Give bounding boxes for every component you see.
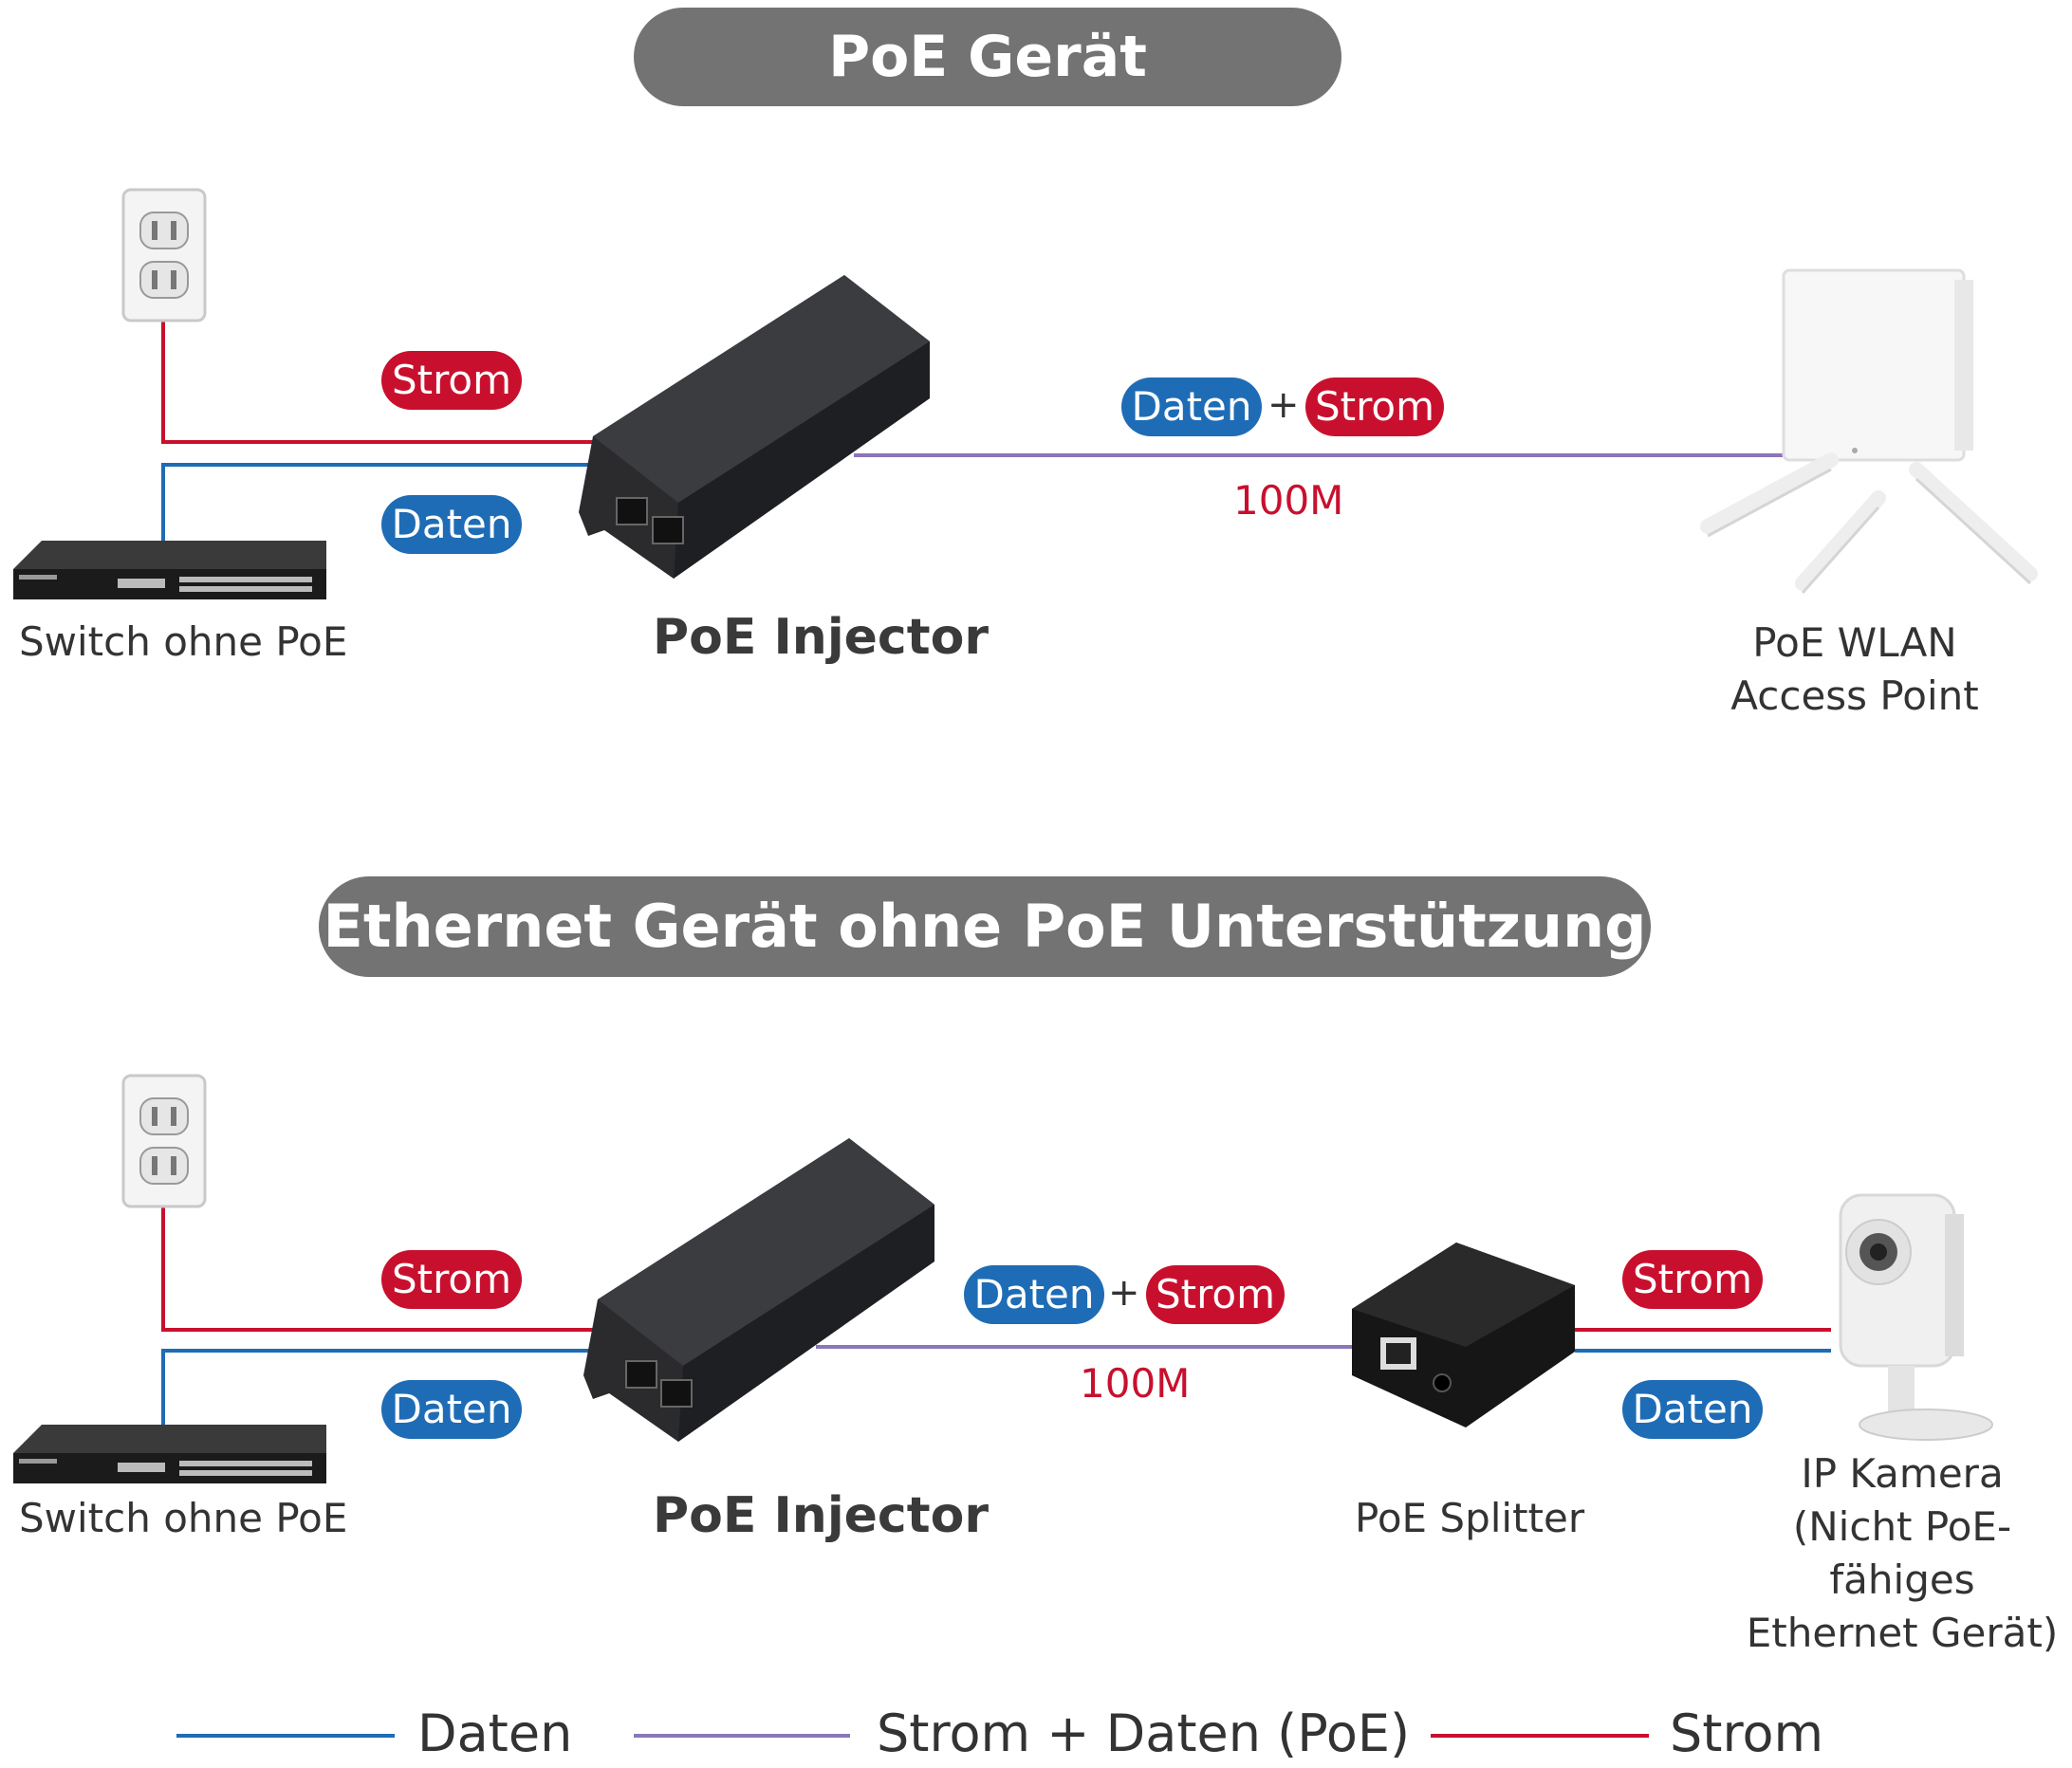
bottom-camera-line2: (Nicht PoE-fähiges — [1792, 1503, 2012, 1603]
legend-data-text: Daten — [417, 1704, 573, 1763]
top-data-line — [161, 463, 598, 541]
bottom-plus-sign: + — [1108, 1271, 1140, 1315]
top-poe-strom-text: Strom — [1314, 383, 1435, 430]
top-daten-badge: Daten — [381, 495, 522, 554]
bottom-daten-badge: Daten — [381, 1380, 522, 1439]
bottom-switch-label: Switch ohne PoE — [19, 1495, 348, 1541]
top-poe-injector — [579, 275, 930, 579]
bottom-data-line — [161, 1349, 598, 1425]
top-poe-daten-badge: Daten — [1121, 378, 1262, 436]
bottom-out-daten-text: Daten — [1632, 1386, 1753, 1432]
bottom-title: Ethernet Gerät ohne PoE Unterstützung — [323, 892, 1647, 961]
bottom-title-banner: Ethernet Gerät ohne PoE Unterstützung — [319, 876, 1651, 977]
top-strom-badge: Strom — [381, 351, 522, 410]
legend-power-text: Strom — [1670, 1704, 1824, 1763]
legend-poe-line — [634, 1734, 850, 1738]
legend-poe-text: Strom + Daten (PoE) — [877, 1704, 1411, 1763]
top-strom-text: Strom — [391, 357, 512, 403]
bottom-poe-splitter — [1352, 1243, 1575, 1427]
bottom-switch-device — [13, 1425, 326, 1483]
top-injector-label: PoE Injector — [653, 609, 989, 666]
top-poe-daten-text: Daten — [1131, 383, 1252, 430]
bottom-camera-line3: Ethernet Gerät) — [1746, 1610, 2059, 1656]
bottom-strom-text: Strom — [391, 1256, 512, 1302]
top-ap-label-line2: Access Point — [1730, 672, 1979, 719]
bottom-splitter-label: PoE Splitter — [1355, 1495, 1585, 1541]
bottom-daten-text: Daten — [391, 1386, 512, 1432]
top-daten-text: Daten — [391, 501, 512, 547]
bottom-out-daten-badge: Daten — [1622, 1380, 1763, 1439]
bottom-injector-label: PoE Injector — [653, 1487, 989, 1544]
bottom-camera-line1: IP Kamera — [1801, 1450, 2004, 1497]
bottom-camera-label: IP Kamera (Nicht PoE-fähiges Ethernet Ge… — [1736, 1447, 2068, 1660]
top-plus-sign: + — [1267, 383, 1300, 427]
top-access-point — [1700, 268, 2038, 594]
bottom-power-line — [161, 1206, 598, 1332]
legend-power-line — [1431, 1734, 1649, 1738]
top-power-outlet — [121, 188, 207, 322]
top-switch-label: Switch ohne PoE — [19, 618, 348, 665]
bottom-speed-label: 100M — [1080, 1360, 1191, 1407]
bottom-poe-daten-text: Daten — [973, 1271, 1095, 1317]
bottom-poe-injector — [583, 1138, 934, 1442]
bottom-power-outlet — [121, 1074, 207, 1208]
top-poe-strom-badge: Strom — [1305, 378, 1444, 436]
top-ap-label: PoE WLAN Access Point — [1708, 617, 2002, 723]
legend-data-line — [176, 1734, 395, 1738]
top-title: PoE Gerät — [828, 24, 1147, 90]
bottom-strom-badge: Strom — [381, 1250, 522, 1309]
top-ap-label-line1: PoE WLAN — [1752, 619, 1957, 666]
bottom-out-strom-badge: Strom — [1622, 1250, 1763, 1309]
bottom-out-strom-text: Strom — [1632, 1256, 1753, 1302]
top-title-banner: PoE Gerät — [634, 8, 1341, 106]
bottom-poe-strom-badge: Strom — [1146, 1265, 1285, 1324]
bottom-poe-daten-badge: Daten — [964, 1265, 1104, 1324]
top-power-line — [161, 321, 598, 444]
top-speed-label: 100M — [1233, 477, 1344, 524]
top-switch-device — [13, 541, 326, 599]
bottom-ip-camera — [1839, 1193, 1993, 1441]
bottom-poe-strom-text: Strom — [1155, 1271, 1276, 1317]
